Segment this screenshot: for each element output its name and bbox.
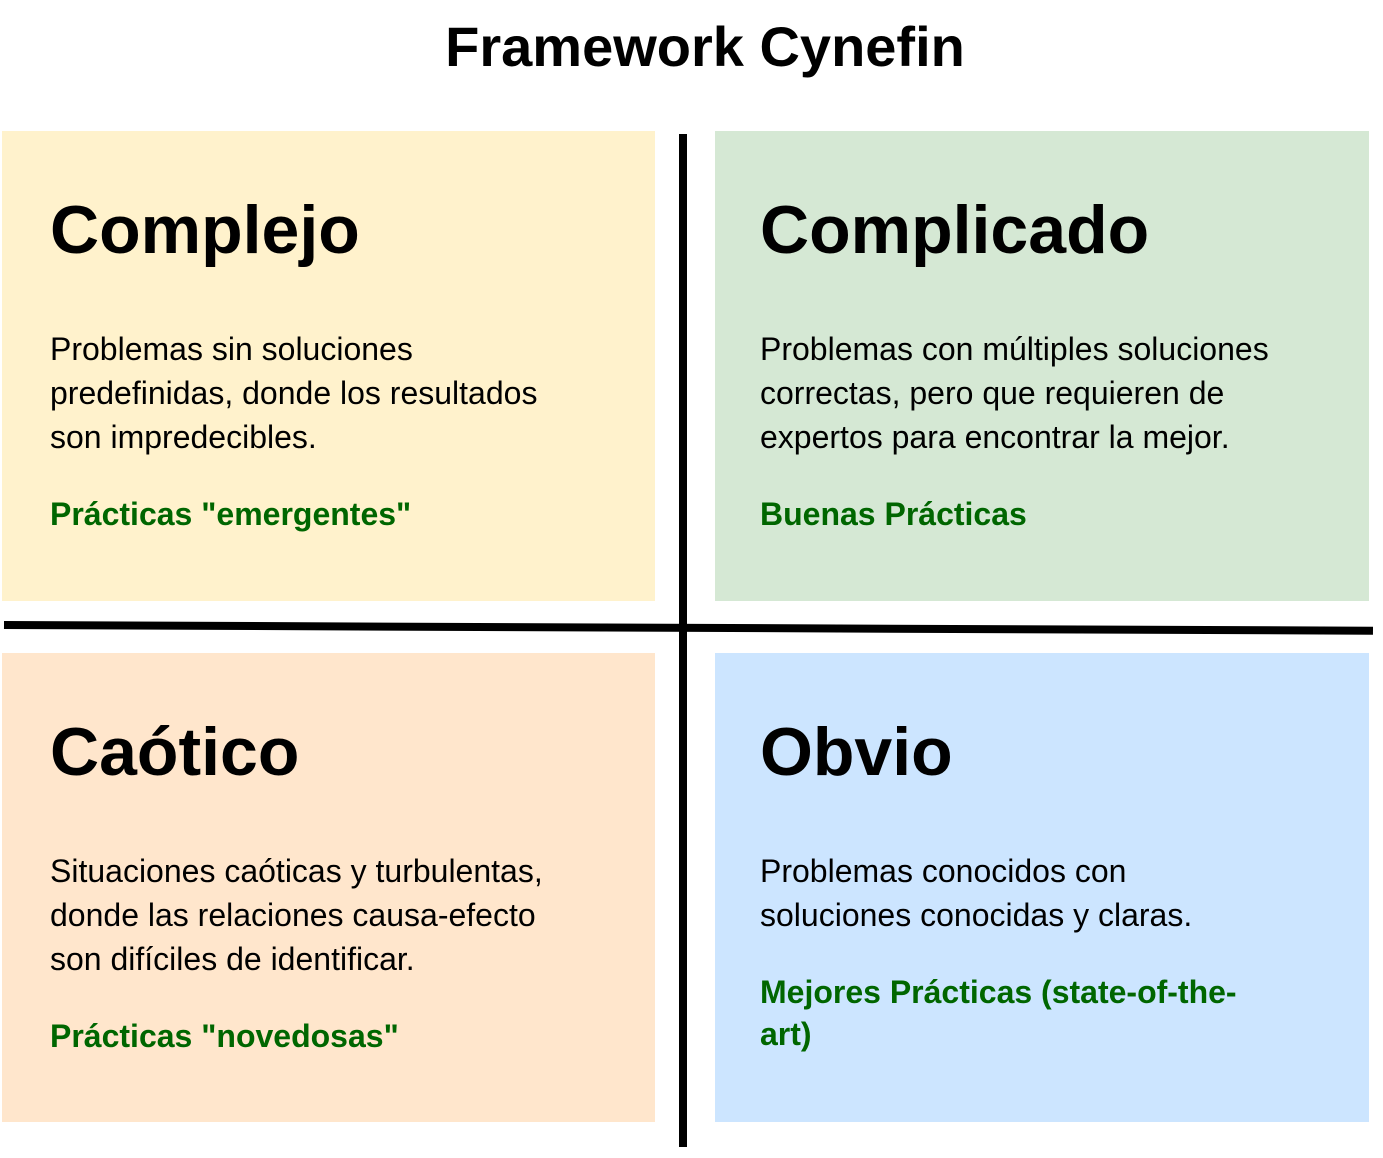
diagram-title: Framework Cynefin	[445, 15, 965, 78]
quadrant-practice: Prácticas "novedosas"	[50, 1018, 399, 1054]
quadrant-caotico: Caótico Situaciones caóticas y turbulent…	[2, 653, 655, 1122]
quadrant-practice: Mejores Prácticas (state-of-the-art)	[760, 974, 1237, 1052]
quadrant-complicado: Complicado Problemas con múltiples soluc…	[715, 131, 1369, 601]
quadrant-heading: Obvio	[760, 714, 953, 790]
quadrant-description: Problemas conocidos con soluciones conoc…	[760, 853, 1193, 933]
quadrant-description: Problemas sin soluciones predefinidas, d…	[50, 331, 538, 455]
vertical-axis-line	[679, 134, 687, 1147]
quadrant-practice: Prácticas "emergentes"	[50, 496, 412, 532]
quadrant-heading: Complejo	[50, 192, 360, 268]
quadrant-practice: Buenas Prácticas	[760, 496, 1027, 532]
quadrant-complejo: Complejo Problemas sin soluciones predef…	[2, 131, 655, 601]
horizontal-axis-line	[3, 621, 1374, 635]
quadrant-heading: Caótico	[50, 714, 300, 790]
quadrant-description: Problemas con múltiples soluciones corre…	[760, 331, 1269, 455]
quadrant-description: Situaciones caóticas y turbulentas, dond…	[50, 853, 543, 977]
quadrant-obvio: Obvio Problemas conocidos con soluciones…	[715, 653, 1369, 1122]
quadrant-heading: Complicado	[760, 192, 1150, 268]
